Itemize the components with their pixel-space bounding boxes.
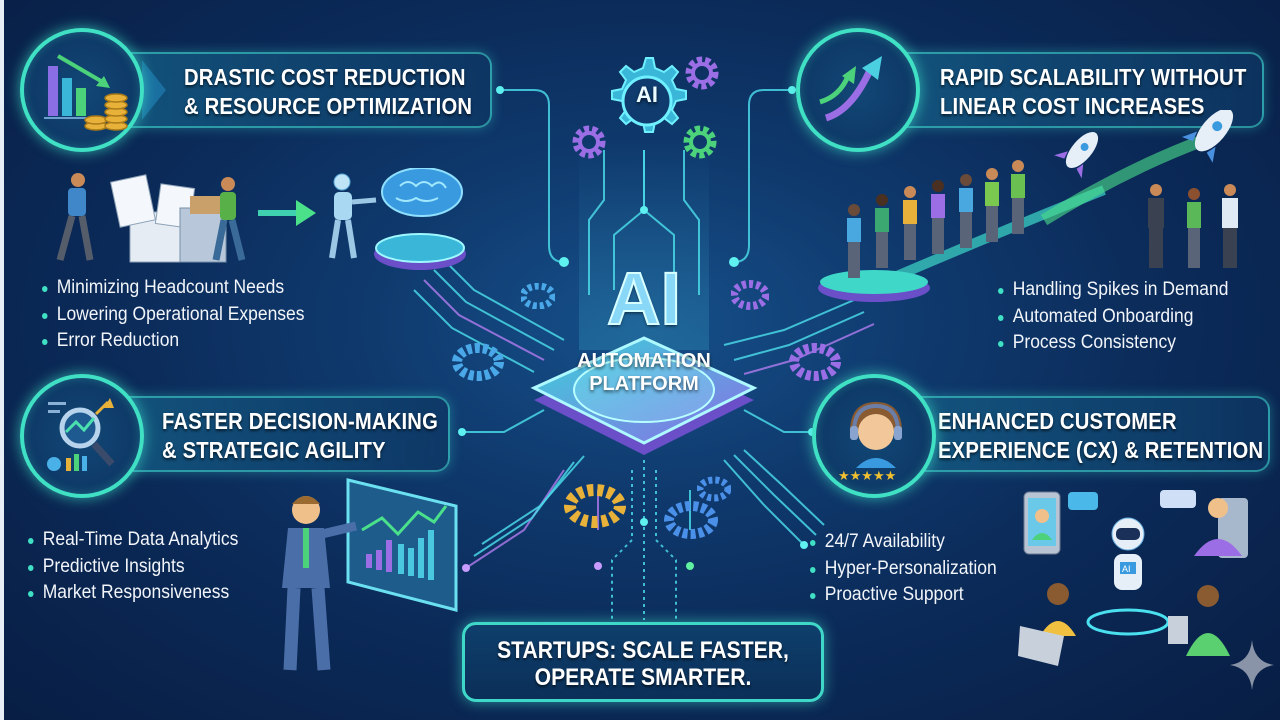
scalability-title-line2: LINEAR COST INCREASES [940, 93, 1205, 119]
ai-chatbot-customers-illustration: AI [1018, 490, 1248, 666]
automation-platform-chip [530, 336, 758, 455]
scalability-title-line1: RAPID SCALABILITY WITHOUT [940, 64, 1247, 90]
scalability-title-card: RAPID SCALABILITY WITHOUT LINEAR COST IN… [888, 52, 1264, 128]
bullet-item: Market Responsiveness [28, 580, 238, 607]
purple-gear-icon [572, 125, 606, 159]
chevron-right-icon [142, 60, 166, 120]
purple-gear-icon [789, 343, 841, 381]
cx-title-card: ENHANCED CUSTOMER EXPERIENCE (CX) & RETE… [904, 396, 1270, 472]
bullet-item: Handling Spikes in Demand [998, 277, 1228, 304]
cost-title-line2: & RESOURCE OPTIMIZATION [184, 93, 473, 119]
blue-gear-icon [452, 343, 504, 381]
decision-title-line2: & STRATEGIC AGILITY [162, 437, 386, 463]
cost-bullets: Minimizing Headcount Needs Lowering Oper… [42, 275, 327, 355]
platform-ai-title: AI [606, 257, 682, 340]
cx-title-line2: EXPERIENCE (CX) & RETENTION [938, 437, 1264, 463]
blue-gear-icon [521, 283, 555, 309]
sparkle-icon [1230, 640, 1274, 690]
growth-arrows-icon [819, 56, 882, 122]
rocket-icon [1181, 110, 1234, 163]
bullet-item: Process Consistency [998, 330, 1228, 357]
rocket-icon [1054, 131, 1099, 179]
purple-gear-icon [731, 280, 769, 310]
cost-title-card: DRASTIC COST REDUCTION & RESOURCE OPTIMI… [116, 52, 492, 128]
bullet-item: Proactive Support [810, 582, 997, 609]
svg-text:★★★★★: ★★★★★ [838, 468, 896, 483]
circuit-traces [413, 86, 875, 620]
tagline-line1: STARTUPS: SCALE FASTER, [497, 637, 789, 664]
bullet-item: Automated Onboarding [998, 304, 1228, 331]
ai-gear-label: AI [636, 82, 658, 107]
chart-down-coins-icon [44, 54, 128, 131]
magnifier-analytics-icon [47, 398, 115, 471]
tagline-box: STARTUPS: SCALE FASTER, OPERATE SMARTER. [462, 622, 824, 702]
decision-title-card: FASTER DECISION-MAKING & STRATEGIC AGILI… [116, 396, 450, 472]
manual-work-to-ai-illustration [56, 168, 466, 270]
infographic-canvas: AI AI AUTOMATION PLATFORM DRASTIC COST R… [4, 0, 1280, 720]
analyst-presenting-chart-illustration [282, 478, 458, 671]
cx-title-line1: ENHANCED CUSTOMER [938, 408, 1177, 434]
cx-icon-circle: ★★★★★ [812, 374, 936, 498]
scalability-bullets: Handling Spikes in Demand Automated Onbo… [998, 277, 1248, 357]
scaling-team-rockets-illustration [818, 110, 1238, 302]
bullet-item: Minimizing Headcount Needs [42, 275, 305, 302]
bullet-item: 24/7 Availability [810, 529, 997, 556]
decision-title-line1: FASTER DECISION-MAKING [162, 408, 439, 434]
robot-chest-label: AI [1122, 564, 1131, 574]
cost-icon-circle [20, 28, 144, 152]
blue-gear-icon [664, 501, 718, 539]
scalability-icon-circle [796, 28, 920, 152]
bullet-item: Lowering Operational Expenses [42, 302, 305, 329]
platform-label-line2: PLATFORM [589, 373, 699, 395]
tagline-line2: OPERATE SMARTER. [534, 664, 752, 691]
gold-gear-icon [564, 484, 626, 528]
ai-gear-icon [611, 57, 687, 133]
blue-gear-icon [697, 476, 731, 502]
purple-gear-icon [685, 56, 719, 90]
cx-bullets: 24/7 Availability Hyper-Personalization … [810, 529, 1013, 609]
green-gear-icon [683, 125, 717, 159]
cost-title-line1: DRASTIC COST REDUCTION [184, 64, 466, 90]
light-beam [579, 140, 709, 350]
bullet-item: Predictive Insights [28, 554, 238, 581]
decision-bullets: Real-Time Data Analytics Predictive Insi… [28, 527, 257, 607]
bullet-item: Real-Time Data Analytics [28, 527, 238, 554]
platform-label-line1: AUTOMATION [577, 350, 711, 372]
bullet-item: Hyper-Personalization [810, 556, 997, 583]
decision-icon-circle [20, 374, 144, 498]
bullet-item: Error Reduction [42, 328, 305, 355]
support-agent-icon: ★★★★★ [838, 402, 902, 483]
